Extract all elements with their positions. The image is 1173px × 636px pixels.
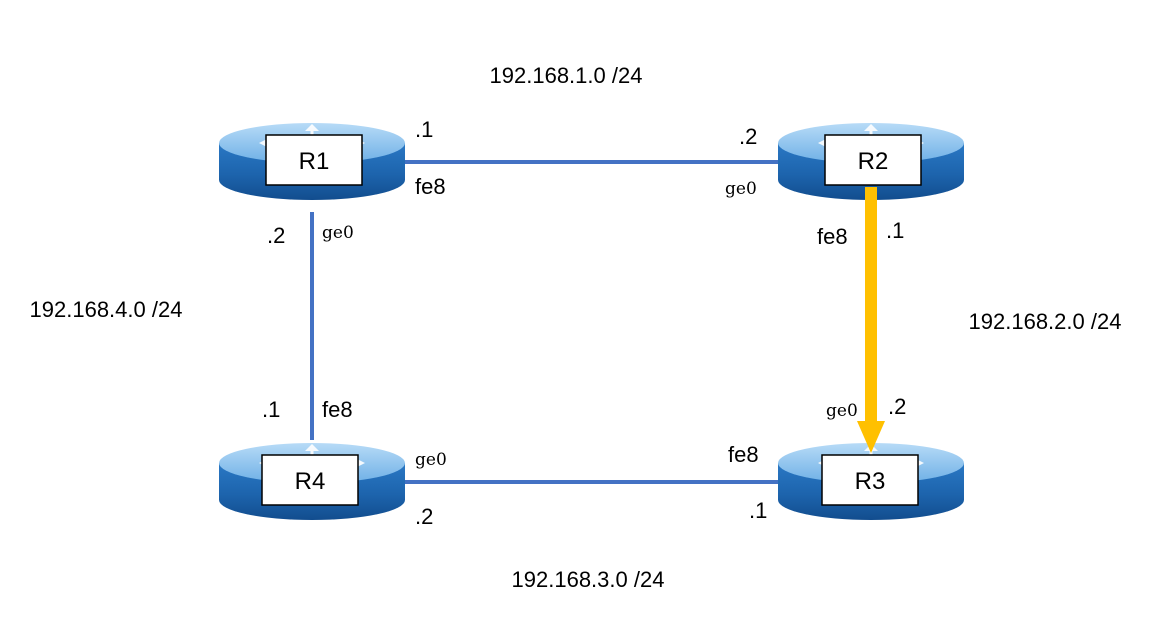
network-label-r3-r4: 192.168.3.0 /24	[512, 567, 665, 592]
interface-label: fe8	[415, 174, 446, 199]
interface-label: ge0	[826, 401, 858, 421]
address-label: .1	[262, 397, 280, 422]
interface-label: fe8	[322, 397, 353, 422]
router-label-r1: R1	[299, 148, 330, 175]
router-r1: R1	[217, 121, 407, 202]
network-label-r4-r1: 192.168.4.0 /24	[30, 297, 183, 322]
address-label: .1	[415, 117, 433, 142]
address-label: .2	[888, 394, 906, 419]
highlight-arrow	[857, 187, 885, 453]
router-r4: R4	[217, 441, 407, 522]
address-label: .1	[749, 498, 767, 523]
interface-label: ge0	[725, 179, 757, 199]
router-label-r2: R2	[858, 148, 889, 175]
interface-label: fe8	[817, 224, 848, 249]
address-label: .2	[415, 504, 433, 529]
address-label: .2	[267, 223, 285, 248]
router-r2: R2	[776, 121, 966, 202]
router-label-r3: R3	[855, 468, 886, 495]
interface-label: fe8	[728, 442, 759, 467]
router-r3: R3	[776, 441, 966, 522]
router-label-r4: R4	[295, 468, 326, 495]
address-label: .1	[886, 218, 904, 243]
network-label-r2-r3: 192.168.2.0 /24	[969, 309, 1122, 334]
interface-label: ge0	[322, 223, 354, 243]
network-label-r1-r2: 192.168.1.0 /24	[490, 63, 643, 88]
address-label: .2	[739, 124, 757, 149]
interface-label: ge0	[415, 450, 447, 470]
